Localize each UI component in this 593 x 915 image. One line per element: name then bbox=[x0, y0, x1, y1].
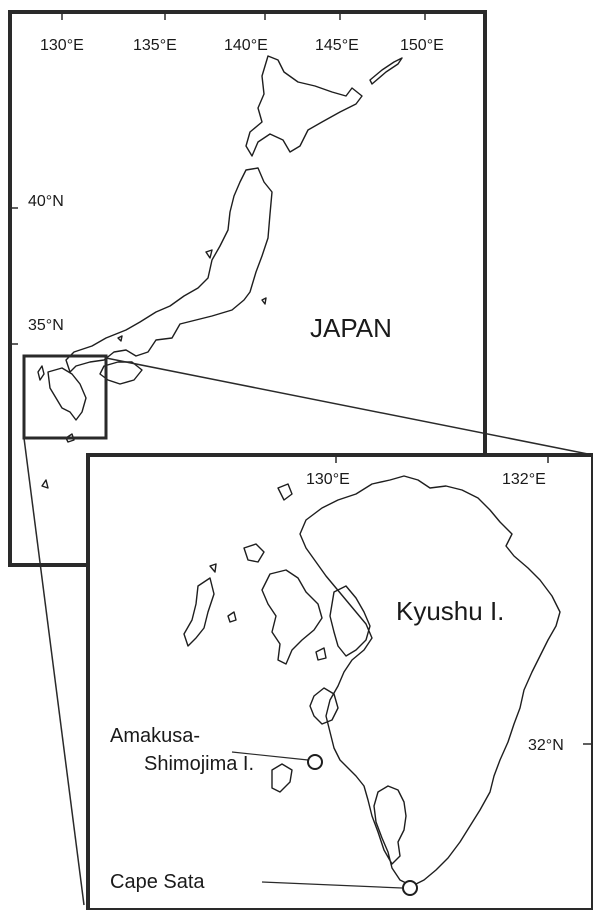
main-lon-label-150: 150°E bbox=[400, 37, 444, 54]
main-lon-label-130: 130°E bbox=[40, 37, 84, 54]
small-islet-3 bbox=[315, 647, 327, 661]
main-lat-label-40: 40°N bbox=[28, 193, 64, 210]
main-lon-ticks bbox=[61, 12, 426, 20]
main-lon-label-145: 145°E bbox=[315, 37, 359, 54]
kyushu-small bbox=[47, 367, 87, 421]
oki-island bbox=[117, 335, 123, 342]
main-lat-label-35: 35°N bbox=[28, 317, 64, 334]
sado-island bbox=[205, 249, 213, 259]
yakushima-island bbox=[65, 433, 75, 443]
nagasaki-peninsula bbox=[261, 569, 323, 665]
main-lat-ticks bbox=[10, 207, 18, 345]
tanegashima-island bbox=[41, 479, 49, 489]
japan-coastline bbox=[37, 55, 403, 489]
tsushima-island bbox=[37, 365, 45, 381]
iki-island bbox=[277, 483, 293, 501]
site-amakusa: Amakusa- Shimojima I. bbox=[110, 725, 323, 775]
site-amakusa-label-line1: Amakusa- bbox=[110, 725, 200, 747]
honshu-island bbox=[65, 167, 273, 373]
site-amakusa-marker bbox=[307, 754, 323, 770]
connector-lines bbox=[23, 357, 593, 906]
kuril-island bbox=[369, 57, 403, 85]
island-label: Kyushu I. bbox=[396, 596, 504, 626]
izu-island bbox=[261, 297, 267, 305]
koshiki-islands bbox=[271, 763, 293, 793]
hokkaido-island bbox=[245, 55, 363, 157]
inset-lon-label-132: 132°E bbox=[502, 471, 546, 488]
site-cape-sata-leader bbox=[261, 881, 403, 889]
small-islet-2 bbox=[209, 563, 217, 573]
kyushu-mainland bbox=[299, 475, 561, 887]
small-islet-1 bbox=[227, 611, 237, 623]
inset-lon-label-130: 130°E bbox=[306, 471, 350, 488]
main-lon-label-135: 135°E bbox=[133, 37, 177, 54]
inset-lat-label-32: 32°N bbox=[528, 737, 564, 754]
goto-islands bbox=[183, 577, 215, 647]
hirado-island bbox=[243, 543, 265, 563]
site-amakusa-label-line2: Shimojima I. bbox=[144, 753, 254, 775]
site-cape-sata-label: Cape Sata bbox=[110, 871, 205, 893]
main-lon-label-140: 140°E bbox=[224, 37, 268, 54]
site-cape-sata-marker bbox=[402, 880, 418, 896]
site-amakusa-leader bbox=[231, 751, 309, 761]
country-label: JAPAN bbox=[310, 313, 392, 343]
ariake-bay bbox=[329, 585, 371, 657]
inset-map-frame bbox=[86, 453, 593, 912]
kyushu-coastline bbox=[183, 475, 561, 887]
site-cape-sata: Cape Sata bbox=[110, 871, 418, 896]
inset-lon-ticks bbox=[335, 455, 549, 463]
amakusa-island bbox=[309, 687, 339, 725]
locator-box bbox=[22, 354, 108, 440]
